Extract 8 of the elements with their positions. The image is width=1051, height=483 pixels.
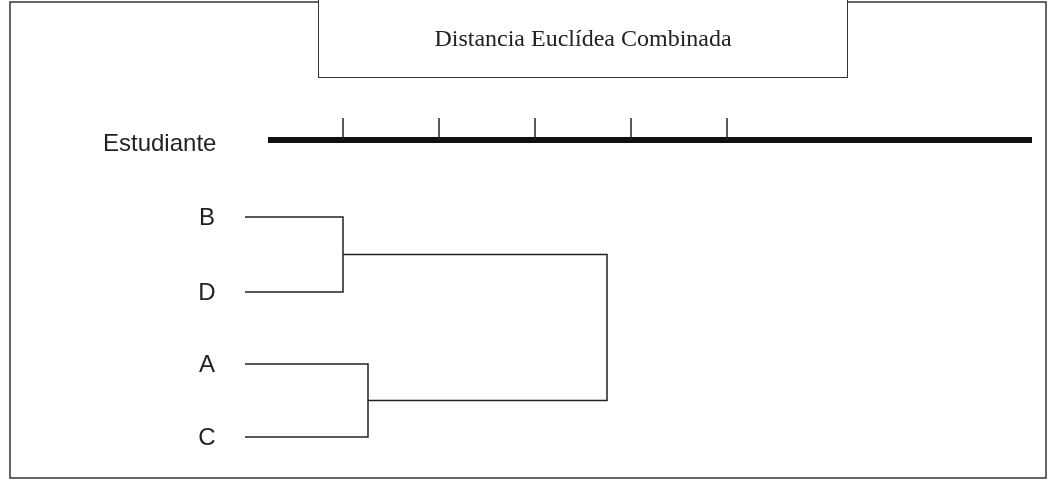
title-box: Distancia Euclídea Combinada — [318, 0, 848, 78]
leaf-label: D — [192, 277, 222, 307]
dendrogram-bracket — [244, 363, 369, 438]
axis-label: Estudiante — [103, 129, 217, 157]
leaf-label: A — [192, 349, 222, 379]
dendrogram-bracket — [244, 216, 344, 293]
leaf-label: B — [192, 202, 222, 232]
leaf-label: C — [192, 422, 222, 452]
